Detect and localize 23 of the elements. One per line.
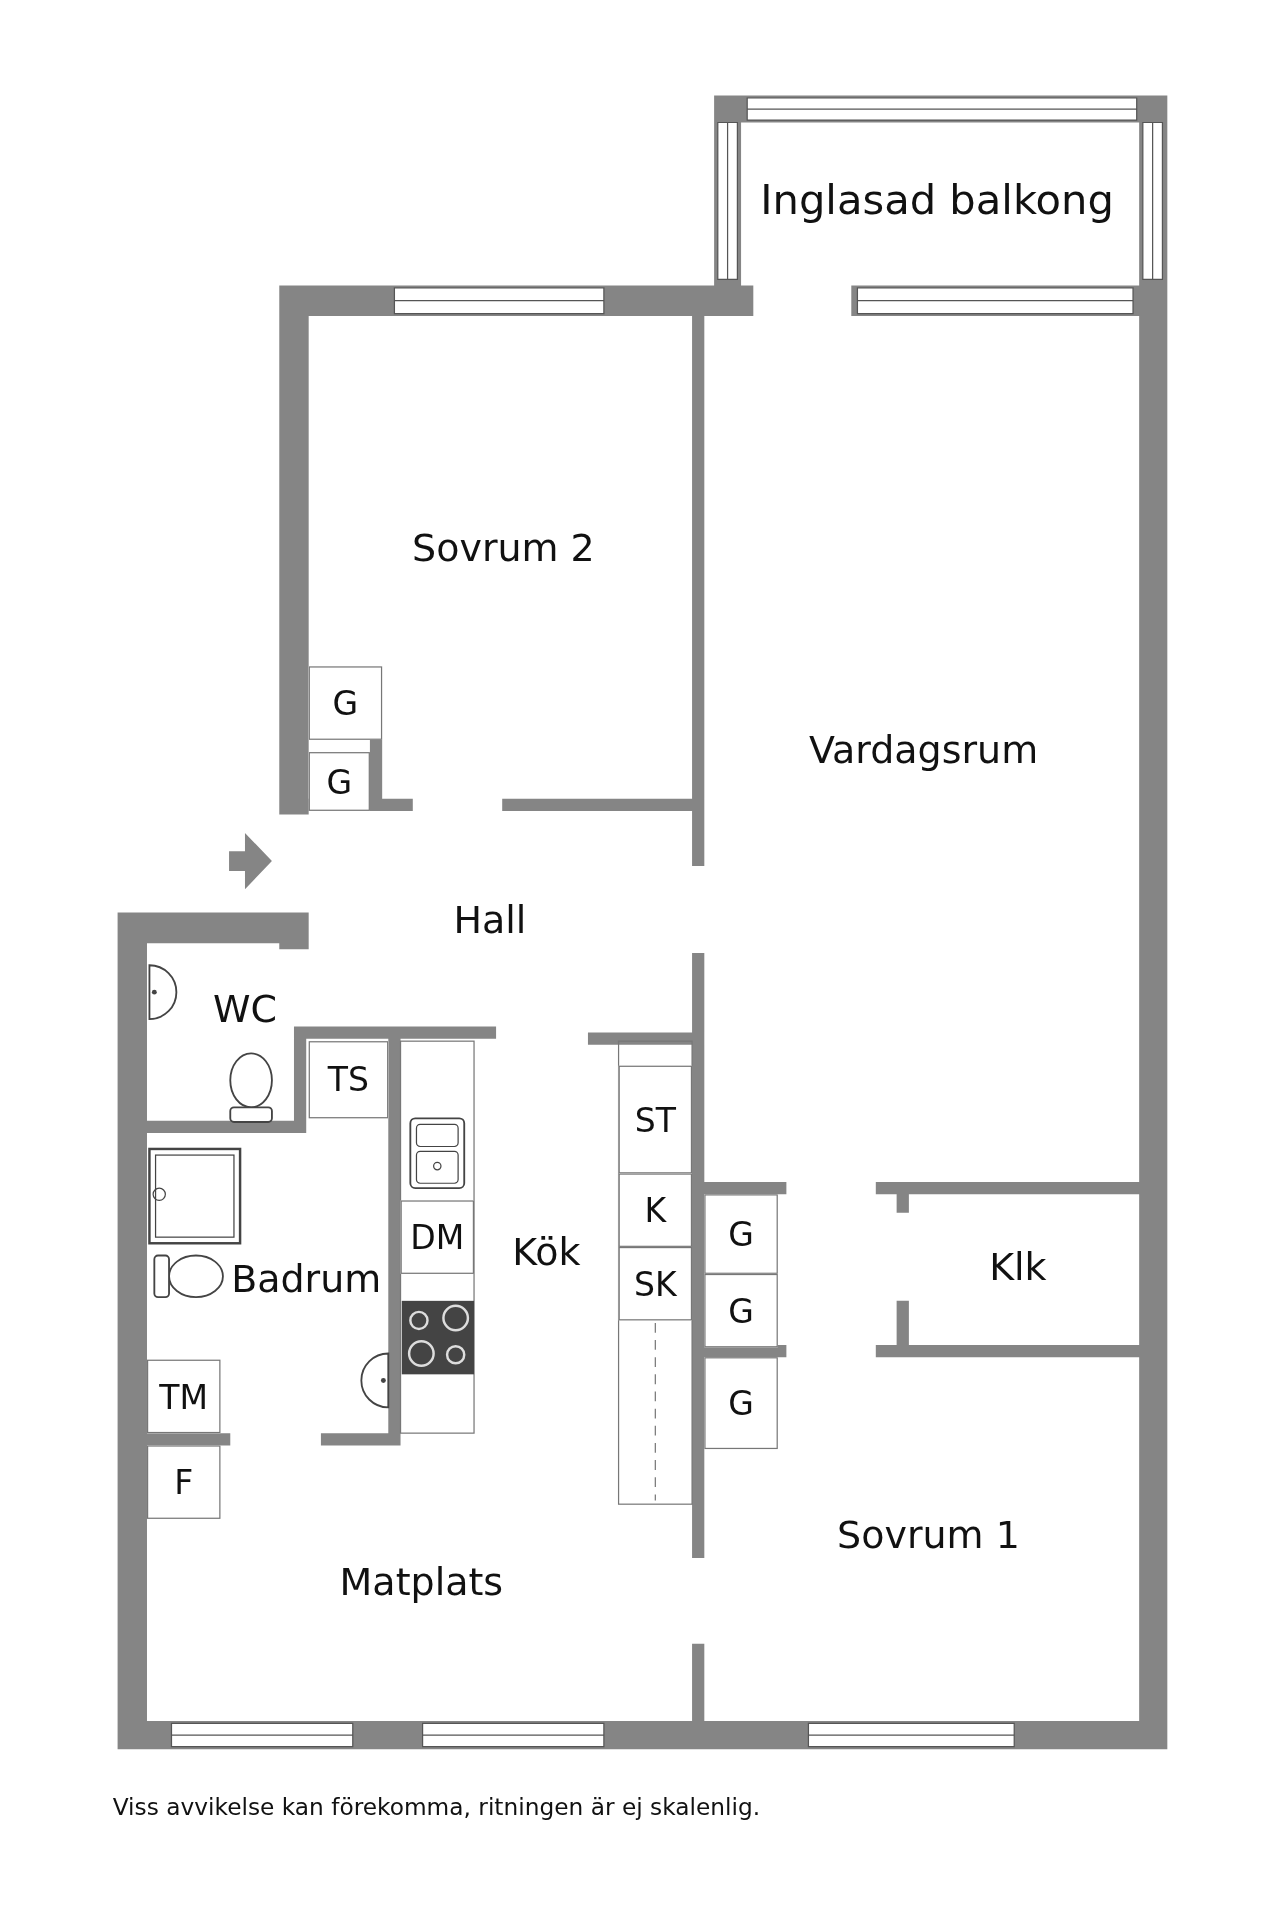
storage-box: TS: [308, 1041, 389, 1119]
room-label: Sovrum 2: [412, 525, 595, 570]
caption: Viss avvikelse kan förekomma, ritningen är ej skalenlig.: [112, 1793, 761, 1821]
room-label: Kök: [512, 1229, 581, 1274]
room-label: WC: [212, 986, 277, 1031]
storage-box: G: [308, 752, 370, 811]
room-label: Sovrum 1: [837, 1512, 1020, 1557]
storage-box: G: [704, 1273, 778, 1348]
storage-box: TM: [147, 1359, 221, 1434]
room-label: Vardagsrum: [809, 727, 1039, 772]
room-label: Inglasad balkong: [760, 175, 1114, 225]
room-label: Badrum: [231, 1256, 382, 1301]
room-label: Klk: [989, 1244, 1047, 1289]
room-label: Hall: [453, 897, 527, 942]
storage-box: G: [308, 666, 383, 740]
storage-box: SK: [618, 1246, 693, 1321]
storage-box: K: [618, 1173, 693, 1247]
storage-box: G: [704, 1194, 778, 1274]
room-label: Matplats: [339, 1559, 504, 1604]
storage-box: DM: [400, 1200, 475, 1274]
storage-box: F: [147, 1445, 221, 1519]
storage-box: ST: [618, 1065, 693, 1174]
storage-box: G: [704, 1357, 778, 1450]
